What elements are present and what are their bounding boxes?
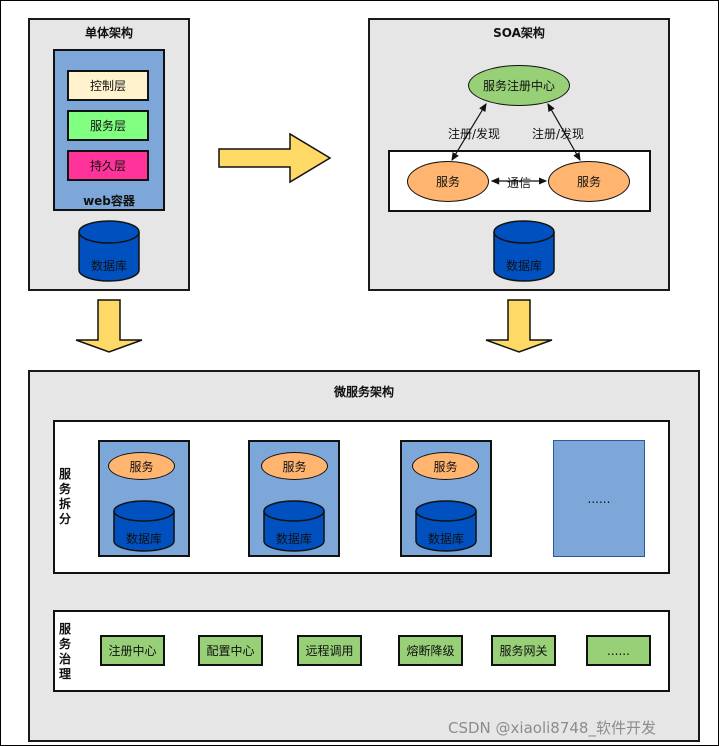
- layer-control: 控制层: [67, 70, 149, 101]
- gov-config-center: 配置中心: [198, 635, 263, 666]
- micro-service-3: 服务: [412, 452, 479, 480]
- database-icon: [78, 220, 140, 282]
- micro-database-2: 数据库: [263, 500, 325, 552]
- soa-service-right: 服务: [548, 161, 630, 202]
- monolith-database: 数据库: [78, 220, 140, 282]
- layer-service: 服务层: [67, 110, 149, 141]
- micro-database-3-label: 数据库: [427, 532, 464, 546]
- gov-remote-call: 远程调用: [297, 635, 362, 666]
- database-icon: [415, 500, 477, 552]
- micro-database-3: 数据库: [415, 500, 477, 552]
- watermark: CSDN @xiaoli8748_软件开发: [448, 719, 656, 737]
- micro-service-box-more: ......: [553, 440, 645, 557]
- monolith-title: 单体架构: [84, 26, 133, 40]
- arrow-down-left-icon: [75, 299, 143, 353]
- service-governance-label: 服务治理: [58, 622, 71, 681]
- soa-database-label: 数据库: [505, 259, 542, 273]
- micro-database-1: 数据库: [113, 500, 175, 552]
- monolith-database-label: 数据库: [90, 259, 127, 273]
- service-registry: 服务注册中心: [468, 65, 570, 106]
- microservice-title: 微服务架构: [333, 385, 394, 399]
- gov-registry-center: 注册中心: [100, 635, 165, 666]
- layer-persistence: 持久层: [67, 150, 149, 181]
- micro-database-1-label: 数据库: [125, 532, 162, 546]
- soa-database: 数据库: [493, 220, 555, 282]
- soa-title: SOA架构: [493, 26, 545, 40]
- database-icon: [263, 500, 325, 552]
- arrow-right-icon: [218, 132, 332, 184]
- database-icon: [113, 500, 175, 552]
- gov-more: ......: [586, 635, 651, 666]
- micro-database-2-label: 数据库: [275, 532, 312, 546]
- registry-link-left: [451, 102, 487, 162]
- micro-service-2: 服务: [261, 452, 328, 480]
- micro-service-1: 服务: [108, 452, 175, 480]
- gov-circuit-breaker: 熔断降级: [398, 635, 463, 666]
- soa-service-left: 服务: [407, 161, 489, 202]
- registry-link-right: [547, 102, 581, 162]
- arrow-down-right-icon: [485, 299, 553, 353]
- database-icon: [493, 220, 555, 282]
- service-split-label: 服务拆分: [58, 467, 71, 526]
- web-container-label: web容器: [83, 194, 135, 208]
- gov-service-gateway: 服务网关: [491, 635, 556, 666]
